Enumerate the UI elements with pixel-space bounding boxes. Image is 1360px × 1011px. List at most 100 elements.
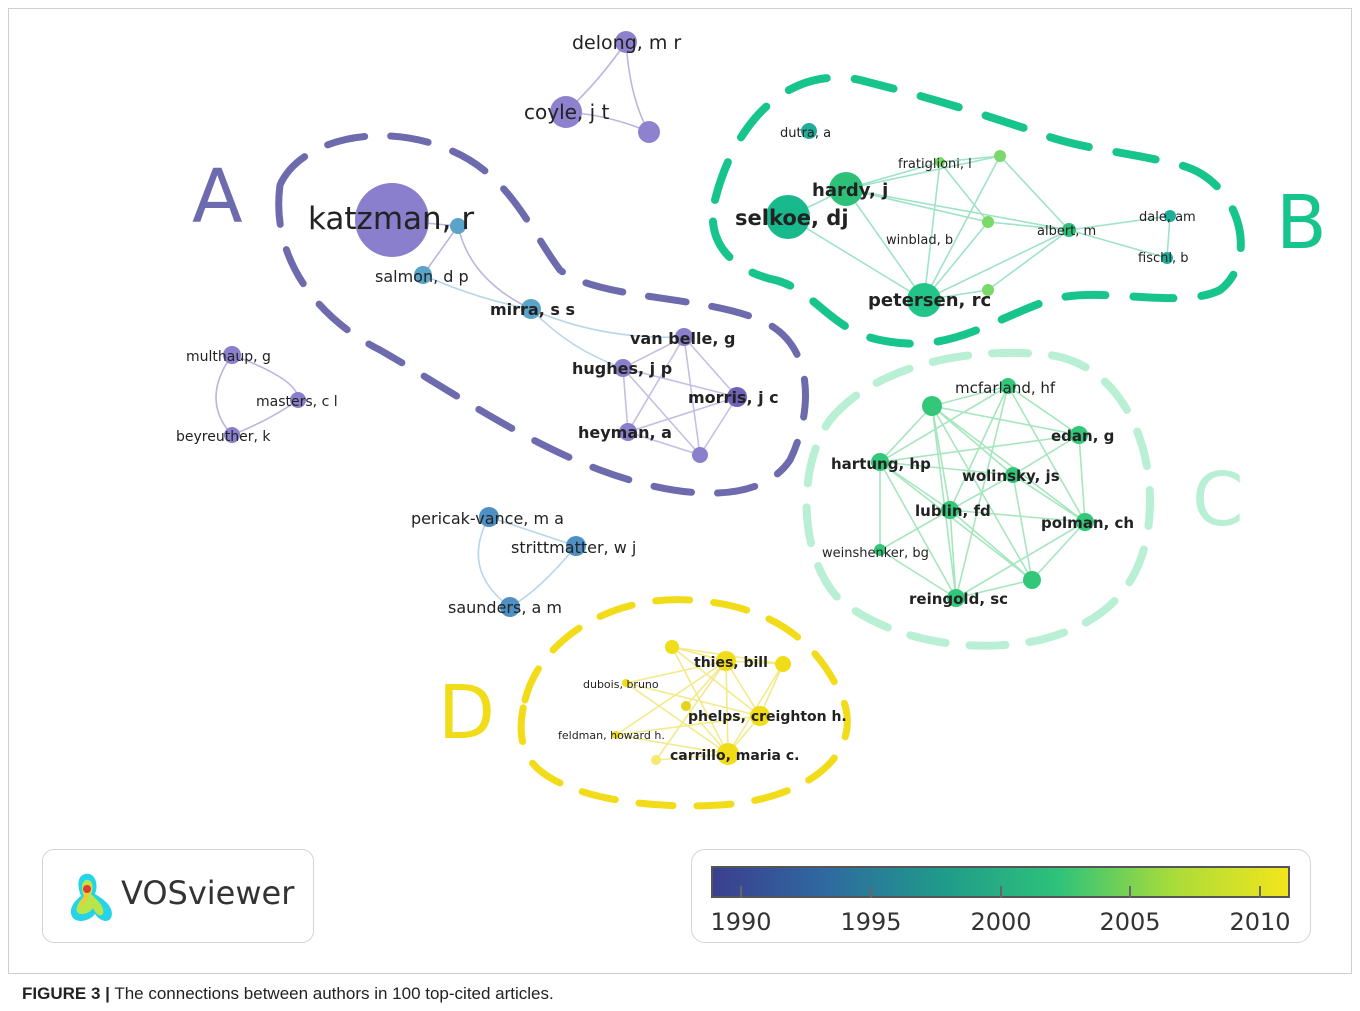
color-scale-box: 1990 1995 2000 2005 2010 [691, 849, 1311, 943]
node-fratiglioni[interactable] [935, 157, 945, 167]
label-hughes: hughes, j p [572, 359, 672, 378]
scale-label-2005: 2005 [1099, 908, 1161, 936]
node-morris[interactable] [727, 387, 747, 407]
node-petersen[interactable] [907, 283, 941, 317]
node-strittmatter[interactable] [566, 536, 586, 556]
cluster-letter-a: A [192, 154, 243, 240]
node-coyle[interactable] [550, 96, 582, 128]
node-unlabeled-purple[interactable] [638, 121, 660, 143]
label-beyreuther: beyreuther, k [176, 429, 271, 445]
label-phelps: phelps, creighton h. [688, 709, 847, 725]
node-unlabeled-yellow-4[interactable] [651, 755, 661, 765]
node-selkoe[interactable] [766, 195, 810, 239]
node-dale[interactable] [1164, 210, 1176, 222]
scale-tick-2010 [1259, 886, 1261, 898]
scale-tick-2005 [1129, 886, 1131, 898]
node-unlabeled-purple-2[interactable] [692, 447, 708, 463]
label-albert: albert, m [1037, 224, 1096, 239]
figure-caption: FIGURE 3 | The connections between autho… [22, 984, 554, 1004]
cluster-a-outline [275, 132, 809, 497]
links-purple-2 [622, 336, 738, 456]
node-mcfarland[interactable] [1000, 378, 1016, 394]
links-green-c [879, 385, 1086, 599]
node-fratiglioni-2[interactable] [994, 150, 1006, 162]
label-winblad: winblad, b [886, 233, 953, 248]
node-heyman[interactable] [619, 423, 637, 441]
label-selkoe: selkoe, dj [735, 206, 849, 230]
node-lublin[interactable] [941, 501, 959, 519]
label-mirra: mirra, s s [490, 300, 575, 319]
label-hartung: hartung, hp [831, 455, 931, 473]
node-dutra[interactable] [801, 123, 817, 139]
node-winblad[interactable] [982, 216, 994, 228]
node-edan[interactable] [1070, 426, 1088, 444]
vosviewer-heatmap-icon [70, 873, 112, 921]
node-reingold[interactable] [947, 589, 965, 607]
node-unlabeled-green-c[interactable] [922, 396, 942, 416]
node-dubois[interactable] [622, 679, 630, 687]
node-wolinsky[interactable] [1005, 467, 1021, 483]
scale-tick-1995 [870, 886, 872, 898]
cluster-letter-b: B [1276, 180, 1327, 266]
label-salmon: salmon, d p [375, 267, 469, 286]
node-petersen-2[interactable] [982, 284, 994, 296]
node-hardy[interactable] [829, 172, 863, 206]
label-multhaup: multhaup, g [186, 349, 271, 365]
node-thies[interactable] [716, 651, 736, 671]
node-carrillo[interactable] [717, 743, 739, 765]
label-vanbelle: van belle, g [630, 329, 735, 348]
label-dubois: dubois, bruno [583, 678, 659, 691]
label-delong: delong, m r [572, 32, 681, 54]
label-thies: thies, bill [694, 655, 768, 671]
node-hughes[interactable] [614, 359, 632, 377]
node-unlabeled-yellow[interactable] [665, 640, 679, 654]
node-delong[interactable] [615, 31, 637, 53]
node-pericak[interactable] [479, 507, 499, 527]
node-vanbelle[interactable] [675, 328, 693, 346]
node-beyreuther[interactable] [224, 427, 240, 443]
node-unlabeled-yellow-3[interactable] [681, 701, 691, 711]
label-fischl: fischl, b [1138, 251, 1188, 266]
vosviewer-logo-box: VOSviewer [42, 849, 314, 943]
node-fischl[interactable] [1161, 252, 1173, 264]
figure-caption-label: FIGURE 3 | [22, 984, 110, 1003]
scale-tick-2000 [1000, 886, 1002, 898]
node-polman[interactable] [1076, 513, 1094, 531]
cluster-c-outline [802, 348, 1155, 650]
cluster-b-outline [708, 73, 1245, 348]
label-strittmatter: strittmatter, w j [511, 538, 636, 557]
label-polman: polman, ch [1041, 514, 1134, 532]
node-katzman[interactable] [355, 183, 429, 257]
label-weinshenker: weinshenker, bg [822, 546, 929, 561]
node-salmon[interactable] [414, 266, 432, 284]
label-carrillo: carrillo, maria c. [670, 748, 799, 764]
label-pericak: pericak-vance, m a [411, 509, 564, 528]
label-saunders: saunders, a m [448, 598, 562, 617]
node-saunders[interactable] [500, 597, 520, 617]
node-masters[interactable] [290, 392, 306, 408]
node-unlabeled-yellow-2[interactable] [775, 656, 791, 672]
node-phelps[interactable] [750, 706, 770, 726]
vosviewer-logo-text: VOSviewer [121, 874, 295, 912]
node-hartung[interactable] [871, 453, 889, 471]
scale-label-2000: 2000 [970, 908, 1032, 936]
label-katzman: katzman, r [308, 201, 474, 237]
label-fratiglioni: fratiglioni, l [898, 157, 972, 172]
label-dutra: dutra, a [780, 126, 831, 141]
scale-label-1990: 1990 [710, 908, 772, 936]
scale-tick-1990 [740, 886, 742, 898]
label-heyman: heyman, a [578, 423, 672, 442]
node-weinshenker[interactable] [874, 544, 886, 556]
cluster-letter-c: C [1192, 457, 1244, 543]
label-mcfarland: mcfarland, hf [955, 379, 1056, 397]
node-albert[interactable] [1062, 223, 1076, 237]
node-unlabeled-green-c-2[interactable] [1023, 571, 1041, 589]
node-mirra[interactable] [521, 299, 541, 319]
node-feldman[interactable] [612, 731, 620, 739]
scale-label-2010: 2010 [1229, 908, 1291, 936]
label-dale: dale, am [1139, 210, 1196, 225]
node-katzman-small[interactable] [450, 218, 466, 234]
node-multhaup[interactable] [223, 346, 241, 364]
label-petersen: petersen, rc [868, 290, 991, 311]
